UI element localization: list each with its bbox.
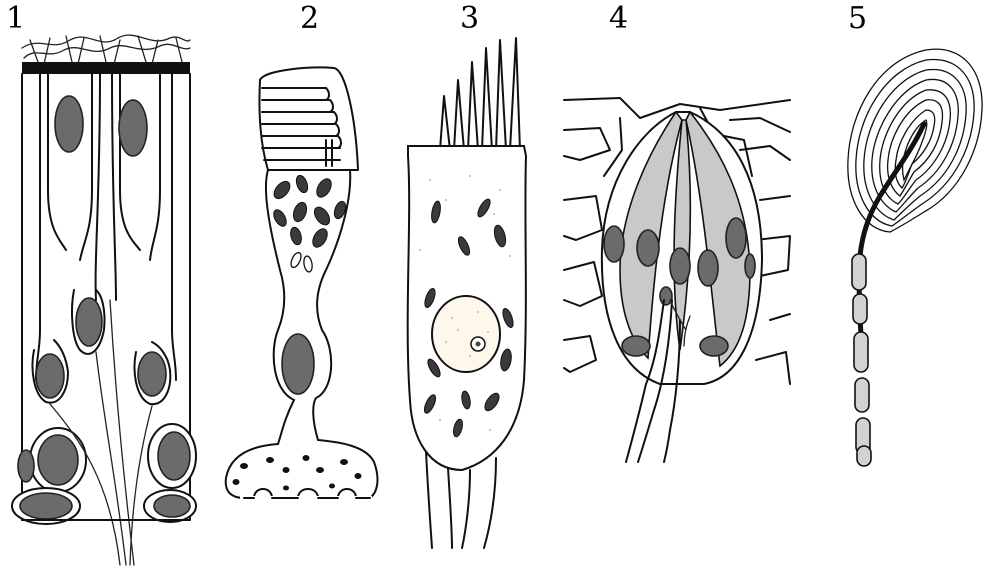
olfactory-epithelium-drawing: [12, 35, 196, 565]
photoreceptor-cell-drawing: [226, 68, 378, 503]
taste-bud-drawing: [564, 98, 790, 462]
hair-cell-drawing: [408, 38, 526, 548]
pacinian-corpuscle-drawing: [848, 49, 982, 466]
